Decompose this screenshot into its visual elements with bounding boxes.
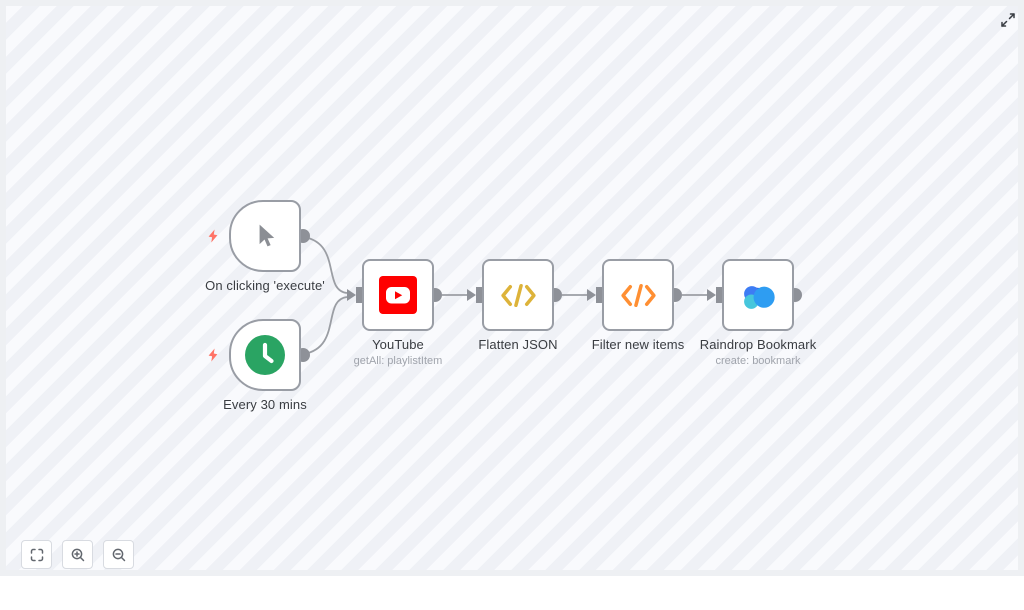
fit-view-button[interactable] (21, 540, 52, 569)
node-manual-trigger[interactable]: On clicking 'execute' (205, 200, 325, 293)
raindrop-icon (744, 286, 775, 309)
youtube-icon (379, 276, 417, 314)
node-box-filter-new-items[interactable] (602, 259, 674, 331)
zoom-out-button[interactable] (103, 540, 134, 569)
node-flatten-json[interactable]: Flatten JSON (478, 259, 558, 352)
node-label: YouTube (372, 337, 424, 352)
node-label: Flatten JSON (478, 337, 558, 352)
fit-view-icon (30, 548, 43, 561)
node-sublabel: getAll: playlistItem (353, 355, 443, 367)
node-raindrop-bookmark[interactable]: Raindrop Bookmark create: bookmark (700, 259, 816, 367)
canvas-frame: On clicking 'execute' Every 30 mins (0, 0, 1024, 576)
node-label: Every 30 mins (223, 397, 307, 412)
code-icon (500, 283, 536, 307)
workflow-world: On clicking 'execute' Every 30 mins (21, 10, 1018, 569)
node-label: Filter new items (591, 337, 685, 352)
node-youtube[interactable]: YouTube getAll: playlistItem (354, 259, 442, 367)
edge-arrowhead (587, 289, 596, 301)
node-interval-trigger[interactable]: Every 30 mins (208, 319, 307, 412)
node-box-manual-trigger[interactable] (229, 200, 301, 272)
zoom-in-button[interactable] (62, 540, 93, 569)
expand-icon (1001, 13, 1015, 27)
zoom-out-icon (112, 548, 125, 561)
node-box-interval-trigger[interactable] (229, 319, 301, 391)
expand-canvas-button[interactable] (998, 10, 1018, 30)
clock-icon (245, 335, 285, 375)
lightning-icon (208, 229, 218, 243)
node-label: On clicking 'execute' (205, 278, 325, 293)
node-sublabel: create: bookmark (715, 355, 801, 367)
node-box-flatten-json[interactable] (482, 259, 554, 331)
node-label: Raindrop Bookmark (699, 337, 817, 352)
zoom-controls (21, 540, 134, 569)
code-icon (620, 283, 656, 307)
node-box-youtube[interactable] (362, 259, 434, 331)
zoom-in-icon (71, 548, 84, 561)
lightning-icon (208, 348, 218, 362)
edge-interval-to-youtube (303, 296, 348, 355)
node-box-raindrop[interactable] (722, 259, 794, 331)
cursor-icon (259, 224, 275, 247)
node-filter-new-items[interactable]: Filter new items (592, 259, 684, 352)
edge-arrowhead (707, 289, 716, 301)
edge-arrowhead (467, 289, 476, 301)
workflow-canvas[interactable]: On clicking 'execute' Every 30 mins (6, 6, 1018, 570)
edge-arrowhead (347, 289, 356, 301)
